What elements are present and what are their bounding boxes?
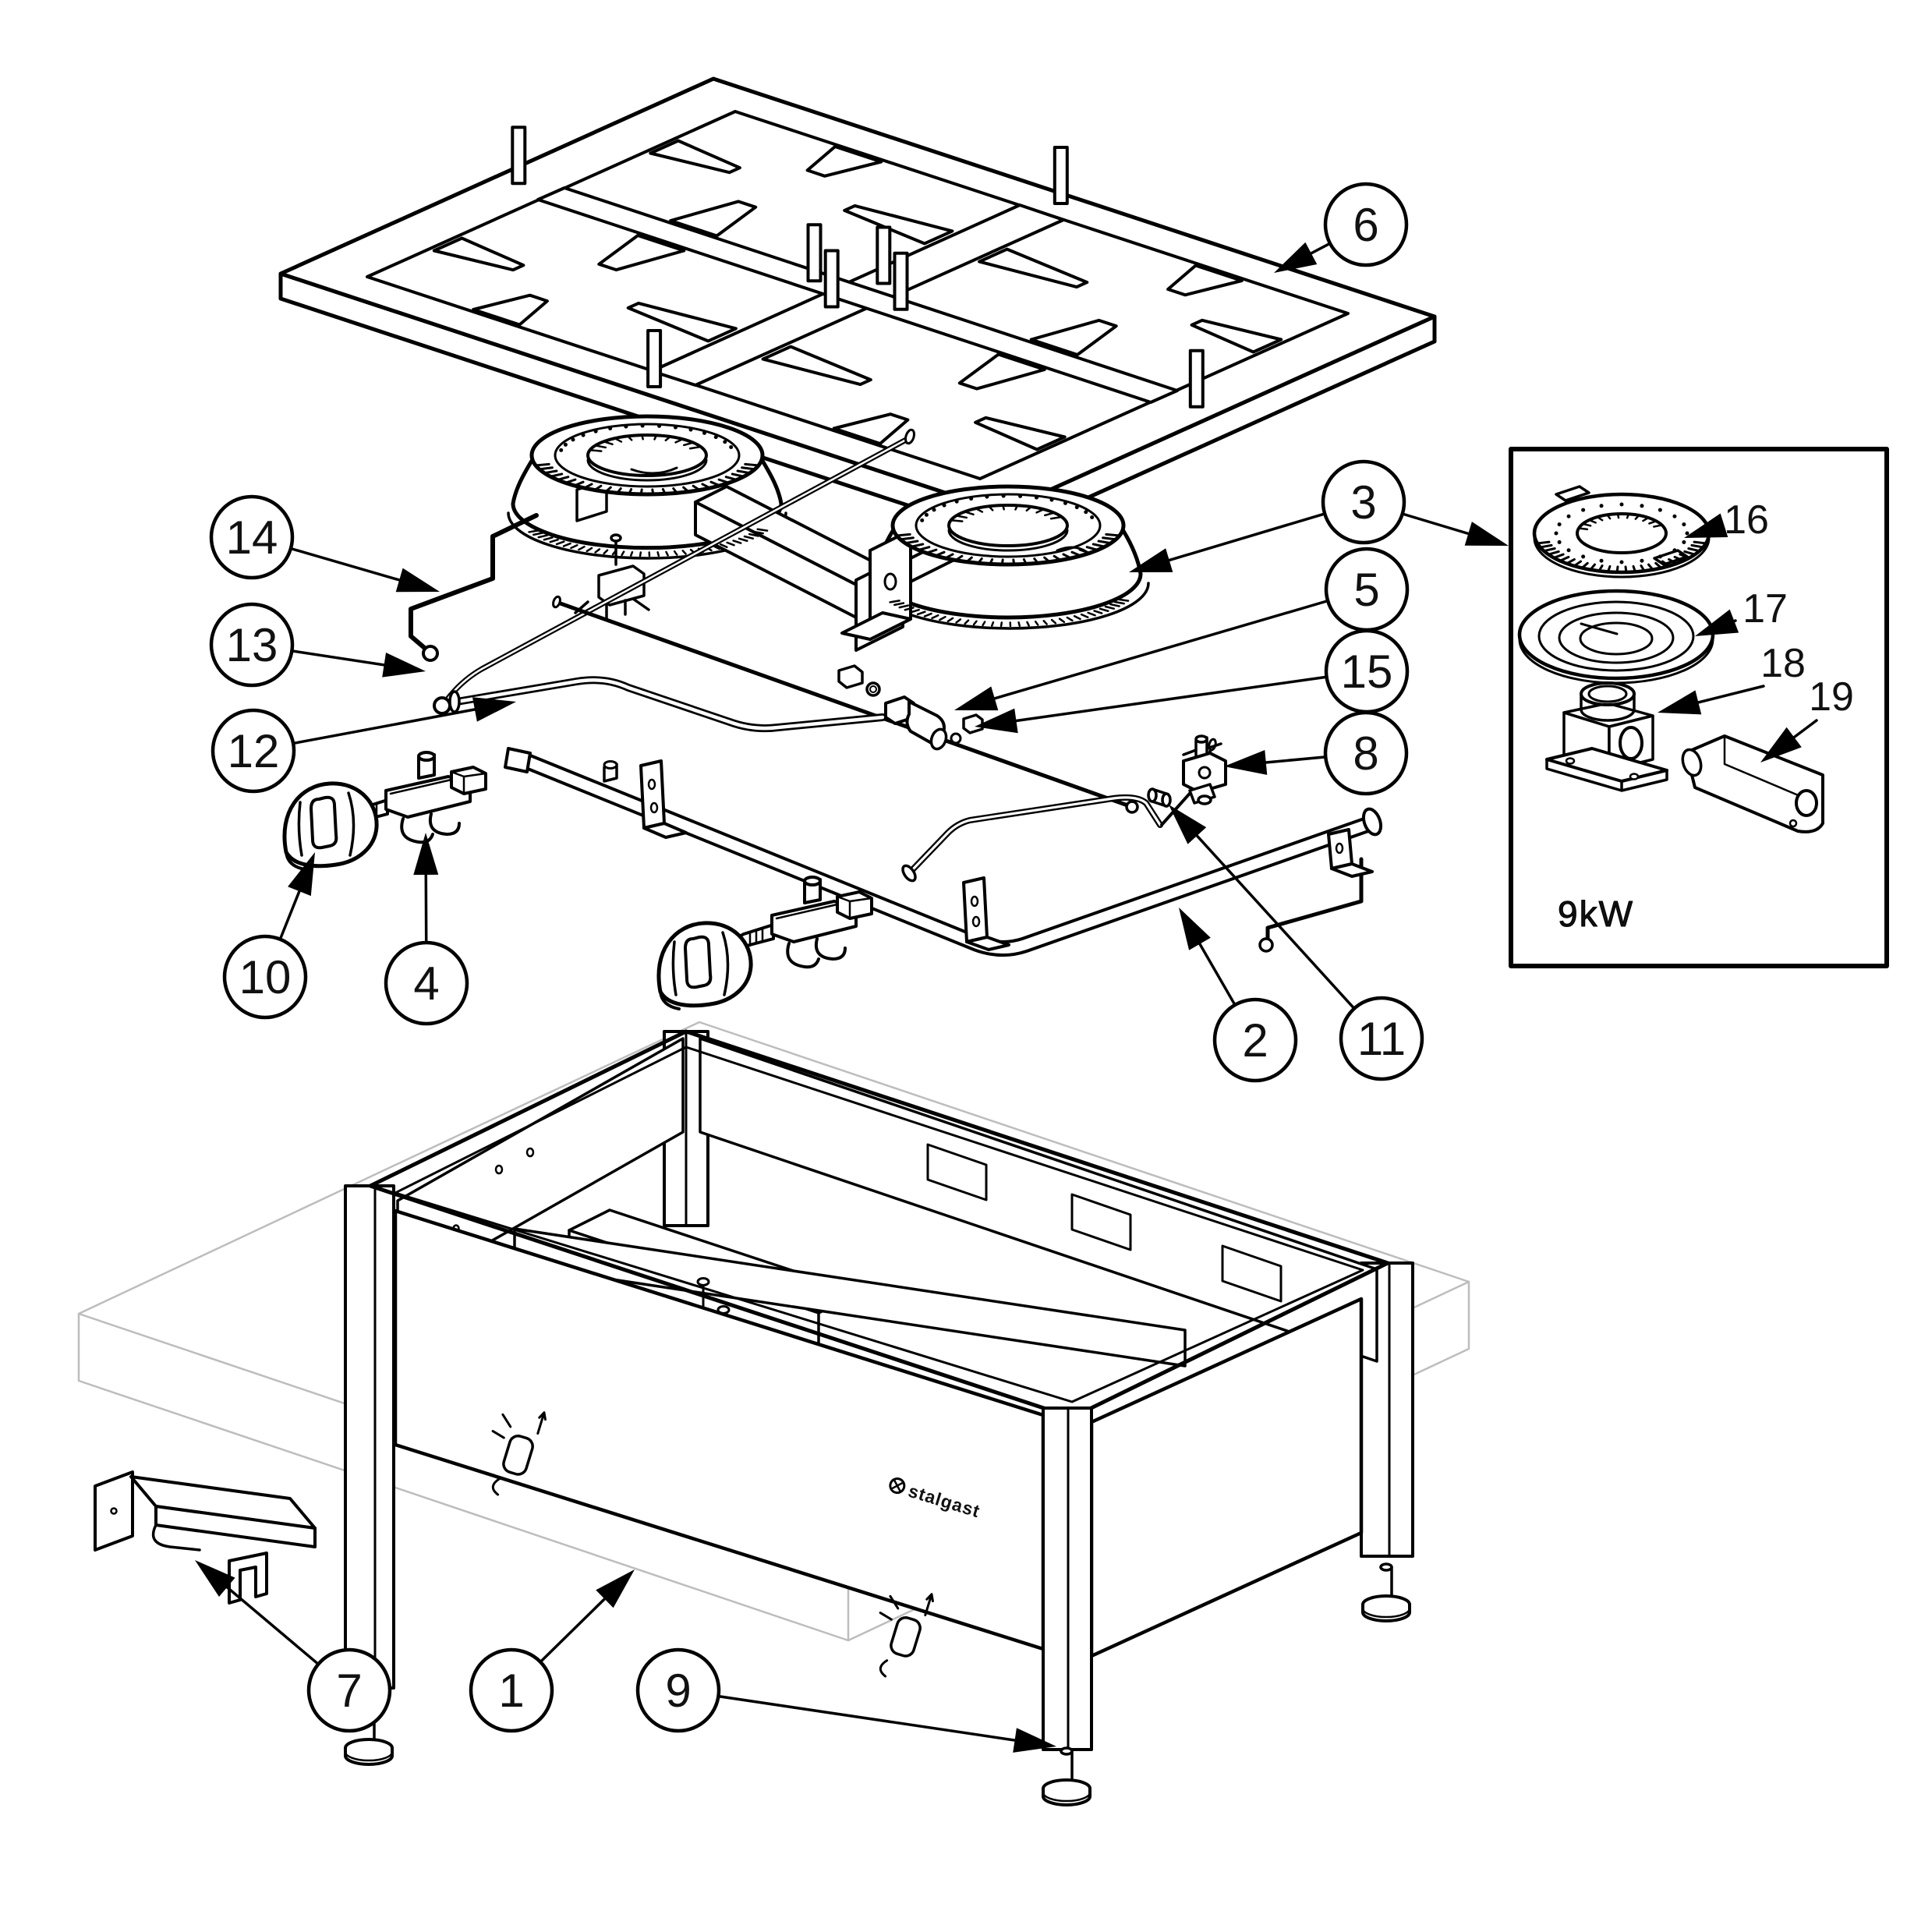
balloon-number: 7: [336, 1665, 362, 1717]
balloon-number: 13: [226, 619, 278, 671]
balloon-number: 8: [1353, 727, 1378, 780]
svg-text:16: 16: [1724, 497, 1769, 543]
balloon-number: 5: [1353, 564, 1379, 616]
balloon-number: 10: [239, 951, 292, 1003]
balloon-number: 4: [413, 957, 439, 1010]
balloon-number: 11: [1357, 1013, 1406, 1065]
balloon-number: 3: [1350, 476, 1376, 529]
balloon-number: 1: [498, 1665, 524, 1717]
balloon-number: 6: [1353, 199, 1378, 251]
svg-text:19: 19: [1809, 674, 1854, 720]
balloon-number: 14: [226, 511, 278, 564]
balloon-number: 9: [665, 1665, 691, 1717]
svg-text:17: 17: [1742, 586, 1788, 632]
power-label: 9kW: [1558, 893, 1634, 934]
svg-text:18: 18: [1760, 641, 1806, 686]
exploded-parts-diagram: stalgast: [31, 12, 1907, 1920]
balloon-number: 2: [1242, 1014, 1268, 1067]
balloon-number: 12: [228, 725, 280, 777]
balloon-number: 15: [1341, 646, 1393, 698]
